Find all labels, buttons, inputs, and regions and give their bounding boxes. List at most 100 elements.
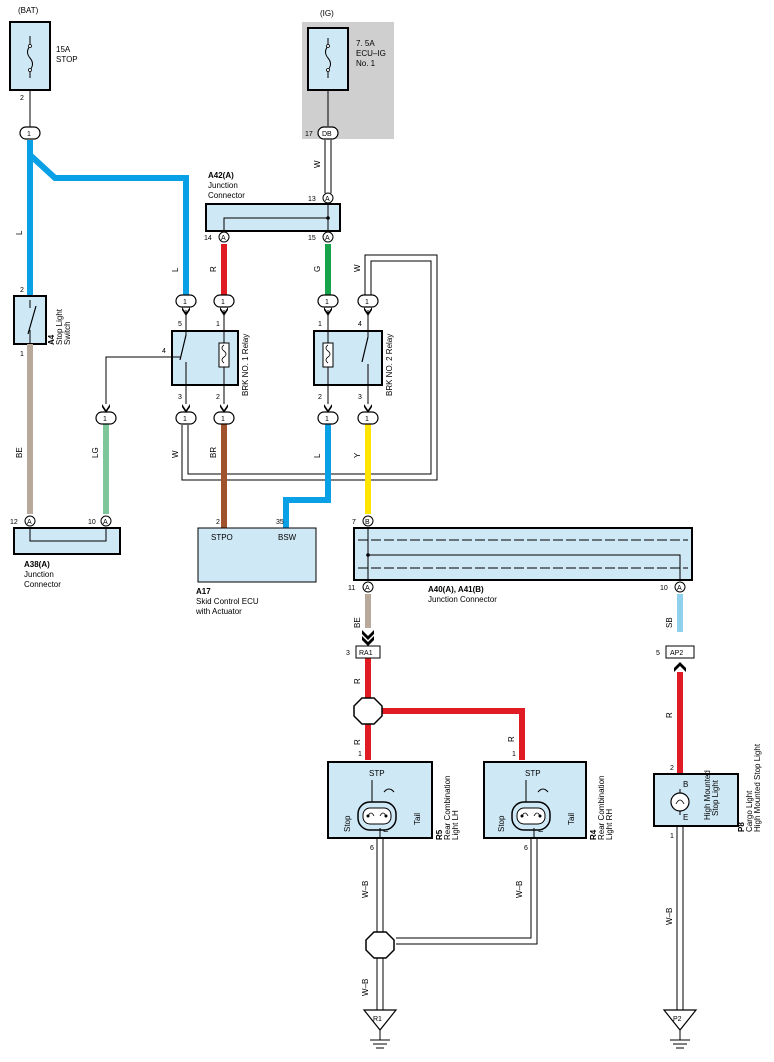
r4-stop: Stop bbox=[497, 815, 506, 832]
pin-letter: B bbox=[365, 519, 370, 526]
connector-1-label: 1 bbox=[103, 416, 107, 423]
pin-letter: A bbox=[27, 519, 32, 526]
stop-fuse bbox=[9, 21, 51, 91]
pin-label: 14 bbox=[204, 235, 212, 242]
relay-coil-icon bbox=[322, 342, 334, 368]
p8-inner2: Stop Light bbox=[711, 779, 720, 816]
wire-label-be: BE bbox=[15, 447, 24, 458]
wire-label-w: W bbox=[313, 160, 322, 168]
a38-id: A38(A) bbox=[24, 560, 50, 569]
pin-label: 13 bbox=[308, 196, 316, 203]
a38-line1: Junction bbox=[24, 570, 54, 579]
relay2-name: BRK NO. 2 Relay bbox=[385, 334, 394, 396]
pin-label: 15 bbox=[308, 235, 316, 242]
pin-label: 1 bbox=[216, 321, 220, 328]
wire-label-sb: SB bbox=[665, 617, 674, 628]
pin-label: 5 bbox=[656, 650, 660, 657]
fuse-icon bbox=[27, 36, 33, 78]
splice-point bbox=[365, 931, 395, 959]
r4-rear-combination-light-rh bbox=[483, 761, 587, 839]
pin-letter: A bbox=[103, 519, 108, 526]
pin-label: 12 bbox=[10, 519, 18, 526]
p8-id: P8 bbox=[737, 822, 746, 832]
connector-1-label: 1 bbox=[325, 299, 329, 306]
pin-letter: A bbox=[325, 235, 330, 242]
pin-letter: A bbox=[677, 585, 682, 592]
pin-label: 3 bbox=[346, 650, 350, 657]
a40-a41-junction-connector bbox=[353, 527, 693, 581]
a17-line1: Skid Control ECU bbox=[196, 597, 259, 606]
wire-label-g: G bbox=[313, 266, 322, 272]
p8-e: E bbox=[683, 813, 688, 822]
pin-label: 2 bbox=[318, 394, 322, 401]
ground-r1 bbox=[362, 1009, 398, 1049]
wire-label-w: W bbox=[353, 264, 362, 272]
ra1-connector bbox=[355, 645, 381, 659]
pin-label: 4 bbox=[162, 348, 166, 355]
r5-tail: Tail bbox=[413, 813, 422, 825]
r5-rear-combination-light-lh bbox=[327, 761, 433, 839]
ap2-label: AP2 bbox=[670, 650, 683, 657]
wire-label-be: BE bbox=[353, 617, 362, 628]
ap2-connector bbox=[665, 645, 695, 659]
wire-label-r: R bbox=[665, 712, 674, 718]
a17-id: A17 bbox=[196, 587, 211, 596]
connector-1-label: 1 bbox=[325, 416, 329, 423]
pin-label: 2 bbox=[20, 287, 24, 294]
r5-stop: Stop bbox=[343, 815, 352, 832]
wire-label-l: L bbox=[15, 230, 24, 235]
r4-line2: Light RH bbox=[605, 809, 614, 840]
wire-label-wb: W–B bbox=[665, 908, 674, 925]
wire-label-w: W bbox=[171, 450, 180, 458]
pin-label: 35 bbox=[276, 519, 284, 526]
wire-l-bsw bbox=[283, 424, 331, 528]
wire-l-bat bbox=[27, 140, 189, 296]
a17-stpo: STPO bbox=[211, 533, 233, 542]
pin-label: 1 bbox=[670, 833, 674, 840]
connector-1-label: 1 bbox=[221, 416, 225, 423]
fuse-icon bbox=[325, 38, 331, 78]
pin-label: 7 bbox=[352, 519, 356, 526]
ecu-ig-no: No. 1 bbox=[356, 59, 376, 68]
connector-1-label: 1 bbox=[365, 299, 369, 306]
relay-switch-icon bbox=[179, 334, 187, 361]
a4-line1: Stop Light bbox=[55, 308, 64, 345]
splice-point bbox=[353, 697, 383, 725]
ground-p2-label: P2 bbox=[673, 1016, 682, 1023]
bulb-icon bbox=[357, 780, 397, 838]
ecu-ig-rating: 7. 5A bbox=[356, 39, 375, 48]
r4-id: R4 bbox=[589, 829, 598, 840]
pin-label: 6 bbox=[370, 845, 374, 852]
ra1-label: RA1 bbox=[359, 650, 373, 657]
relay1-name: BRK NO. 1 Relay bbox=[241, 334, 250, 396]
pin-label: 2 bbox=[216, 519, 220, 526]
r5-stp: STP bbox=[369, 769, 385, 778]
wire-label-r: R bbox=[507, 736, 516, 742]
a38-line2: Connector bbox=[24, 580, 61, 589]
pin-label: 1 bbox=[358, 751, 362, 758]
p8-inner1: High Mounted bbox=[703, 770, 712, 820]
r4-line1: Rear Combination bbox=[597, 776, 606, 840]
p8-line1: Cargo Light bbox=[745, 790, 754, 832]
a42-id: A42(A) bbox=[208, 171, 234, 180]
pin-label: 10 bbox=[660, 585, 668, 592]
relay-coil-icon bbox=[218, 342, 230, 368]
db-connector bbox=[317, 126, 339, 140]
wire-w-ig bbox=[324, 140, 332, 193]
a4-line2: Switch bbox=[63, 321, 72, 345]
p8-line2: High Mounted Stop Light bbox=[753, 743, 762, 832]
db-connector-label: DB bbox=[322, 131, 332, 138]
stop-fuse-rating: 15A bbox=[56, 45, 71, 54]
pin-label: 3 bbox=[178, 394, 182, 401]
a40-id: A40(A), A41(B) bbox=[428, 585, 484, 594]
connector-1-label: 1 bbox=[183, 299, 187, 306]
switch-icon bbox=[27, 305, 37, 335]
connector-1-label: 1 bbox=[365, 416, 369, 423]
a17-bsw: BSW bbox=[278, 533, 297, 542]
wire-w-loop bbox=[181, 254, 438, 481]
a42-line2: Connector bbox=[208, 191, 245, 200]
pin-label: 4 bbox=[358, 321, 362, 328]
pin-letter: A bbox=[365, 585, 370, 592]
r4-tail: Tail bbox=[567, 813, 576, 825]
wire-label-l: L bbox=[313, 453, 322, 458]
